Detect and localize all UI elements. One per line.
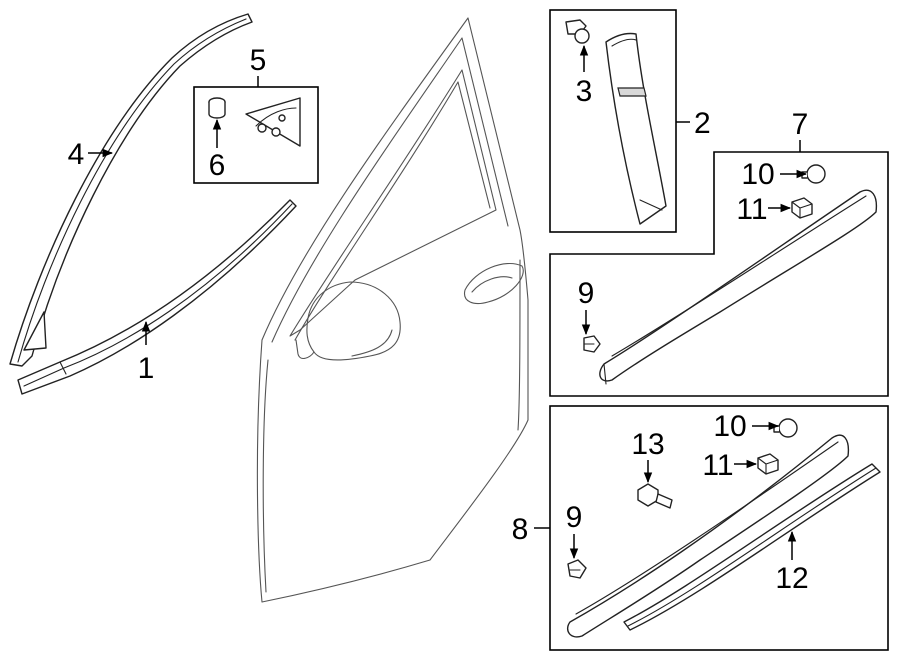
a-pillar-moulding-part-4 xyxy=(9,13,253,367)
callout-9-lower: 9 xyxy=(566,501,583,534)
bolt-part-13 xyxy=(637,483,673,509)
upper-moulding-box-part-7 xyxy=(549,151,889,397)
callout-10-upper: 10 xyxy=(741,158,774,191)
nut-part-11-upper xyxy=(791,197,813,219)
callout-8: 8 xyxy=(512,513,529,546)
callout-4: 4 xyxy=(68,138,85,171)
leader-lines xyxy=(88,44,808,560)
callout-11-lower: 11 xyxy=(702,449,733,482)
callout-9-upper: 9 xyxy=(578,277,595,310)
bracket-box-part-5 xyxy=(193,86,319,184)
callout-6: 6 xyxy=(209,149,226,182)
callout-12: 12 xyxy=(775,562,808,595)
callout-10-lower: 10 xyxy=(713,410,746,443)
callout-13: 13 xyxy=(631,428,664,461)
cap-part-6 xyxy=(208,97,226,119)
rivet-part-10-lower xyxy=(773,418,798,438)
nut-part-11-lower xyxy=(757,453,779,475)
clip-part-9-lower xyxy=(567,559,587,579)
lower-moulding-box-part-8 xyxy=(549,405,889,651)
callout-labels: 1 2 3 4 5 6 7 8 9 9 10 10 11 11 12 13 xyxy=(68,44,809,595)
callout-3: 3 xyxy=(576,75,593,108)
callout-7: 7 xyxy=(792,108,809,141)
callout-1: 1 xyxy=(138,352,155,385)
callout-11-upper: 11 xyxy=(736,193,767,226)
b-pillar-applique-box-part-2 xyxy=(549,9,677,233)
belt-weatherstrip-part-1 xyxy=(17,199,297,395)
front-door-shell xyxy=(256,17,529,603)
clip-part-9-upper xyxy=(583,335,601,353)
callout-5: 5 xyxy=(250,44,267,77)
callout-2: 2 xyxy=(694,107,711,140)
clip-part-3 xyxy=(565,19,590,44)
